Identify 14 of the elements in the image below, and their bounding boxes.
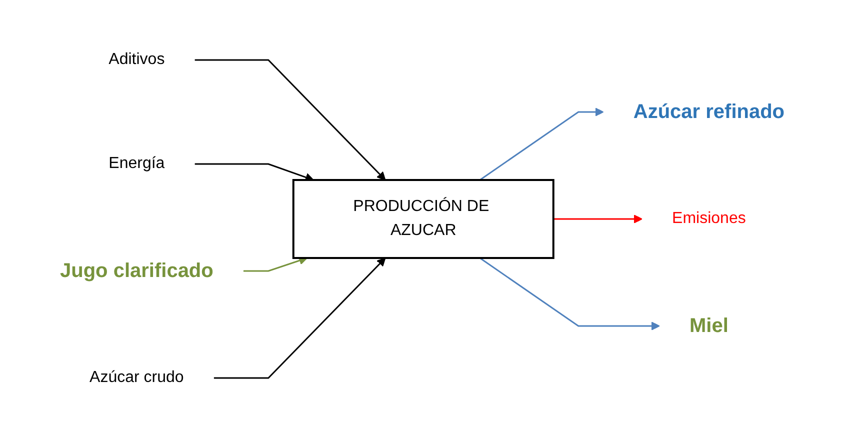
arrow bbox=[214, 258, 386, 379]
arrow bbox=[194, 59, 386, 180]
node-text: Azúcar crudo bbox=[89, 369, 184, 386]
node-text: Miel bbox=[689, 315, 728, 337]
arrow bbox=[553, 214, 642, 224]
node-text: Energía bbox=[108, 155, 164, 172]
arrow bbox=[479, 108, 604, 181]
arrow bbox=[194, 163, 314, 182]
node-text: Emisiones bbox=[672, 210, 746, 227]
arrow bbox=[479, 257, 660, 330]
node-text: Jugo clarificado bbox=[60, 260, 214, 282]
node-box: PRODUCCIÓN DE AZUCAR bbox=[292, 179, 554, 259]
node-text: Azúcar refinado bbox=[633, 101, 784, 123]
node-text: Aditivos bbox=[108, 51, 164, 68]
